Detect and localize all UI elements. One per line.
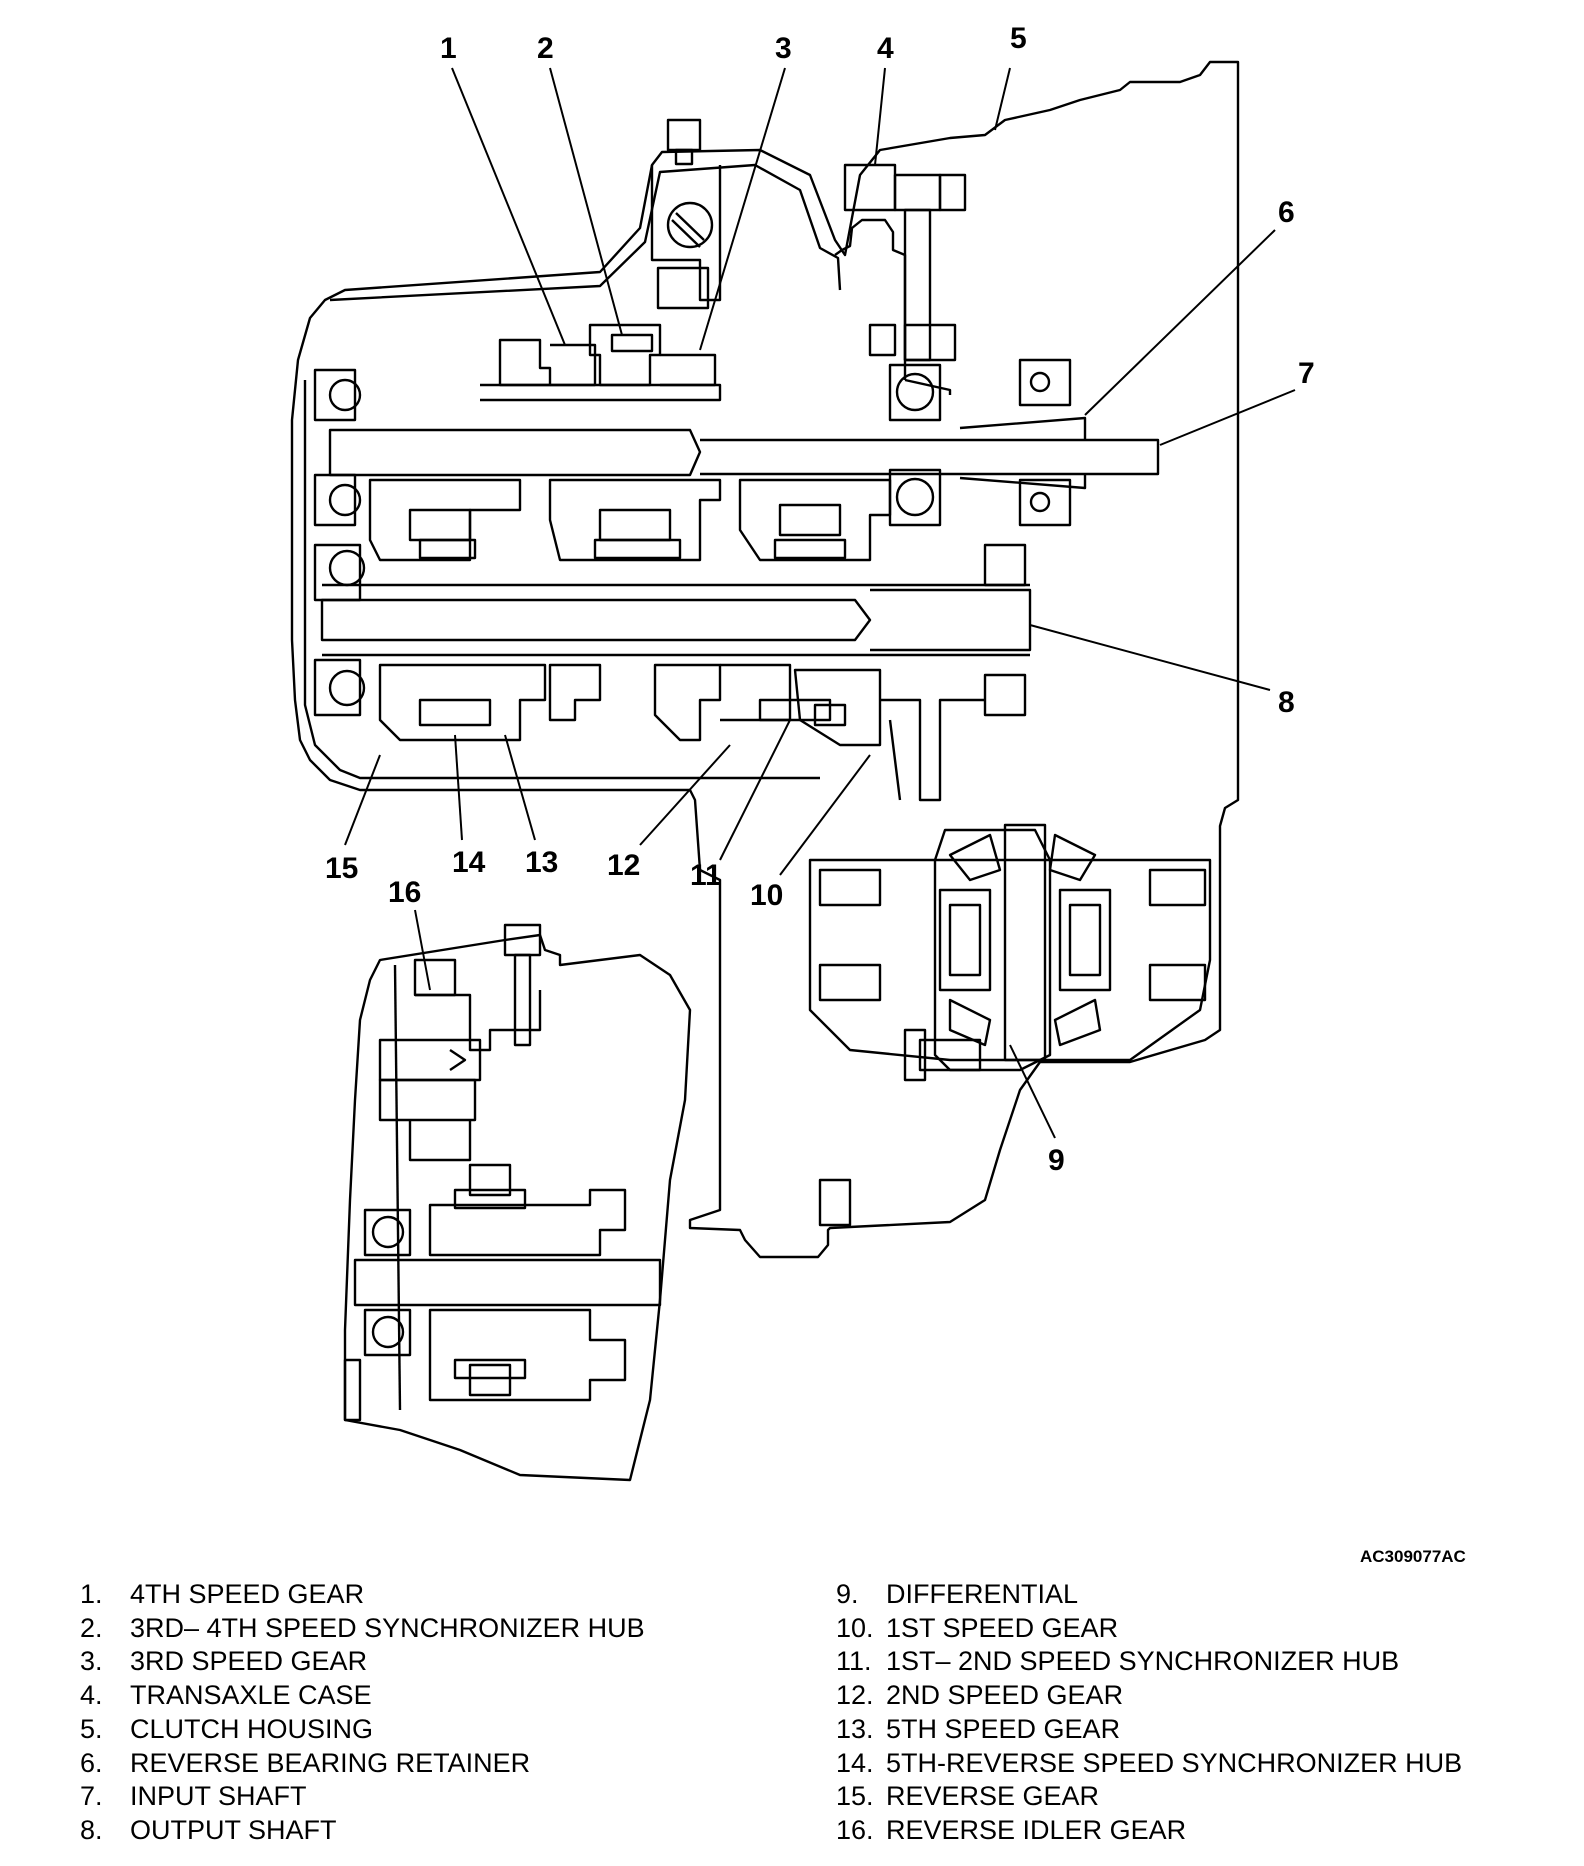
legend-item-label: 3RD– 4TH SPEED SYNCHRONIZER HUB	[130, 1612, 645, 1643]
callout-15: 15	[325, 852, 358, 885]
leader-5	[994, 67, 1011, 131]
legend-item-number: 11.	[836, 1646, 872, 1677]
leader-2	[549, 67, 623, 336]
legend-item-label: 3RD SPEED GEAR	[130, 1646, 368, 1677]
leader-3	[699, 67, 786, 351]
callout-13: 13	[525, 846, 558, 879]
leader-14	[454, 734, 463, 841]
legend-item-label: CLUTCH HOUSING	[130, 1713, 374, 1744]
callout-3: 3	[775, 32, 792, 65]
legend-item: 15. REVERSE GEAR	[836, 1780, 1462, 1814]
shift-bolt-head	[666, 118, 702, 152]
leader-13	[504, 734, 536, 841]
legend-item-number: 2.	[80, 1612, 103, 1643]
legend-item-number: 4.	[80, 1680, 103, 1711]
legend-item-label: OUTPUT SHAFT	[130, 1814, 337, 1845]
legend-item: 13. 5TH SPEED GEAR	[836, 1713, 1462, 1747]
legend-right-column: 9. DIFFERENTIAL 10. 1ST SPEED GEAR 11. 1ST–…	[836, 1578, 1462, 1848]
legend-item: 9. DIFFERENTIAL	[836, 1578, 1462, 1612]
legend-item-label: REVERSE GEAR	[886, 1781, 1100, 1812]
callout-11: 11	[690, 859, 722, 892]
callout-6: 6	[1278, 196, 1295, 229]
leader-7	[1159, 389, 1296, 446]
callout-1: 1	[440, 32, 457, 65]
legend-item: 2. 3RD– 4TH SPEED SYNCHRONIZER HUB	[80, 1612, 645, 1646]
legend-item: 16. REVERSE IDLER GEAR	[836, 1814, 1462, 1848]
leader-9	[1009, 1044, 1056, 1139]
legend-item-label: 1ST– 2ND SPEED SYNCHRONIZER HUB	[886, 1646, 1400, 1677]
legend-item: 6. REVERSE BEARING RETAINER	[80, 1747, 645, 1781]
callout-7: 7	[1298, 357, 1315, 390]
legend-item-number: 10.	[836, 1612, 874, 1643]
legend-item-label: 5TH SPEED GEAR	[886, 1713, 1121, 1744]
output-shaft	[320, 598, 872, 642]
callout-2: 2	[537, 32, 554, 65]
legend-item-number: 9.	[836, 1579, 859, 1609]
pinion-gear-left	[938, 888, 992, 992]
input-shaft	[328, 428, 702, 477]
legend-item-number: 15.	[836, 1781, 874, 1812]
legend-item-number: 5.	[80, 1713, 103, 1744]
legend-item-number: 13.	[836, 1713, 874, 1744]
legend-item-number: 7.	[80, 1781, 103, 1812]
callout-8: 8	[1278, 686, 1295, 719]
leader-6	[1084, 229, 1276, 416]
callout-4: 4	[877, 32, 894, 65]
transaxle-cross-section-drawing: 1 2 3 4 5 6 7 8 9 10 11 12 13 14 15 16 A…	[290, 22, 1466, 1566]
legend-item-label: DIFFERENTIAL	[886, 1579, 1079, 1609]
legend-item-number: 12.	[836, 1680, 874, 1711]
legend-item-number: 14.	[836, 1747, 874, 1778]
legend-item-number: 8.	[80, 1814, 103, 1845]
callout-12: 12	[607, 849, 640, 882]
leader-16	[414, 909, 431, 991]
legend-item-label: 2ND SPEED GEAR	[886, 1680, 1124, 1711]
leader-lines	[344, 67, 1296, 1139]
leader-15	[344, 754, 381, 846]
callout-9: 9	[1048, 1144, 1065, 1177]
legend-item-label: 1ST SPEED GEAR	[886, 1612, 1119, 1643]
legend-item-label: 4TH SPEED GEAR	[130, 1579, 365, 1609]
legend-item-number: 3.	[80, 1646, 103, 1677]
leader-11	[719, 719, 791, 861]
leader-1	[451, 67, 566, 346]
legend-item: 5. CLUTCH HOUSING	[80, 1713, 645, 1747]
legend-item: 14. 5TH-REVERSE SPEED SYNCHRONIZER HUB	[836, 1747, 1462, 1781]
legend-item-label: INPUT SHAFT	[130, 1781, 307, 1812]
legend-item: 7. INPUT SHAFT	[80, 1780, 645, 1814]
pinion-gear-right	[1058, 888, 1112, 992]
legend-item: 12. 2ND SPEED GEAR	[836, 1679, 1462, 1713]
legend-left-column: 1. 4TH SPEED GEAR 2. 3RD– 4TH SPEED SYNCHR…	[80, 1578, 645, 1848]
legend-item-label: 5TH-REVERSE SPEED SYNCHRONIZER HUB	[886, 1747, 1463, 1778]
legend-item: 10. 1ST SPEED GEAR	[836, 1612, 1462, 1646]
legend-item: 3. 3RD SPEED GEAR	[80, 1645, 645, 1679]
callout-14: 14	[452, 846, 486, 879]
legend-item-label: REVERSE IDLER GEAR	[886, 1814, 1187, 1845]
leader-10	[779, 754, 871, 876]
legend-item-number: 6.	[80, 1747, 103, 1778]
callout-5: 5	[1010, 22, 1027, 55]
leader-8	[1029, 624, 1271, 691]
leader-4	[874, 67, 886, 166]
callout-10: 10	[750, 879, 783, 912]
differential-case	[808, 858, 1212, 1062]
reverse-idler-housing	[343, 933, 692, 1482]
legend-item: 11. 1ST– 2ND SPEED SYNCHRONIZER HUB	[836, 1645, 1462, 1679]
transaxle-case-outline	[290, 60, 1240, 1259]
legend-item-label: REVERSE BEARING RETAINER	[130, 1747, 531, 1778]
legend-item-number: 1.	[80, 1579, 103, 1609]
leader-12	[639, 744, 731, 846]
legend-item: 8. OUTPUT SHAFT	[80, 1814, 645, 1848]
legend-item: 1. 4TH SPEED GEAR	[80, 1578, 645, 1612]
legend-item: 4. TRANSAXLE CASE	[80, 1679, 645, 1713]
figure-code: AC309077AC	[1360, 1547, 1466, 1566]
callout-16: 16	[388, 876, 421, 909]
legend-item-number: 16.	[836, 1814, 874, 1845]
legend-item-label: TRANSAXLE CASE	[130, 1680, 372, 1711]
